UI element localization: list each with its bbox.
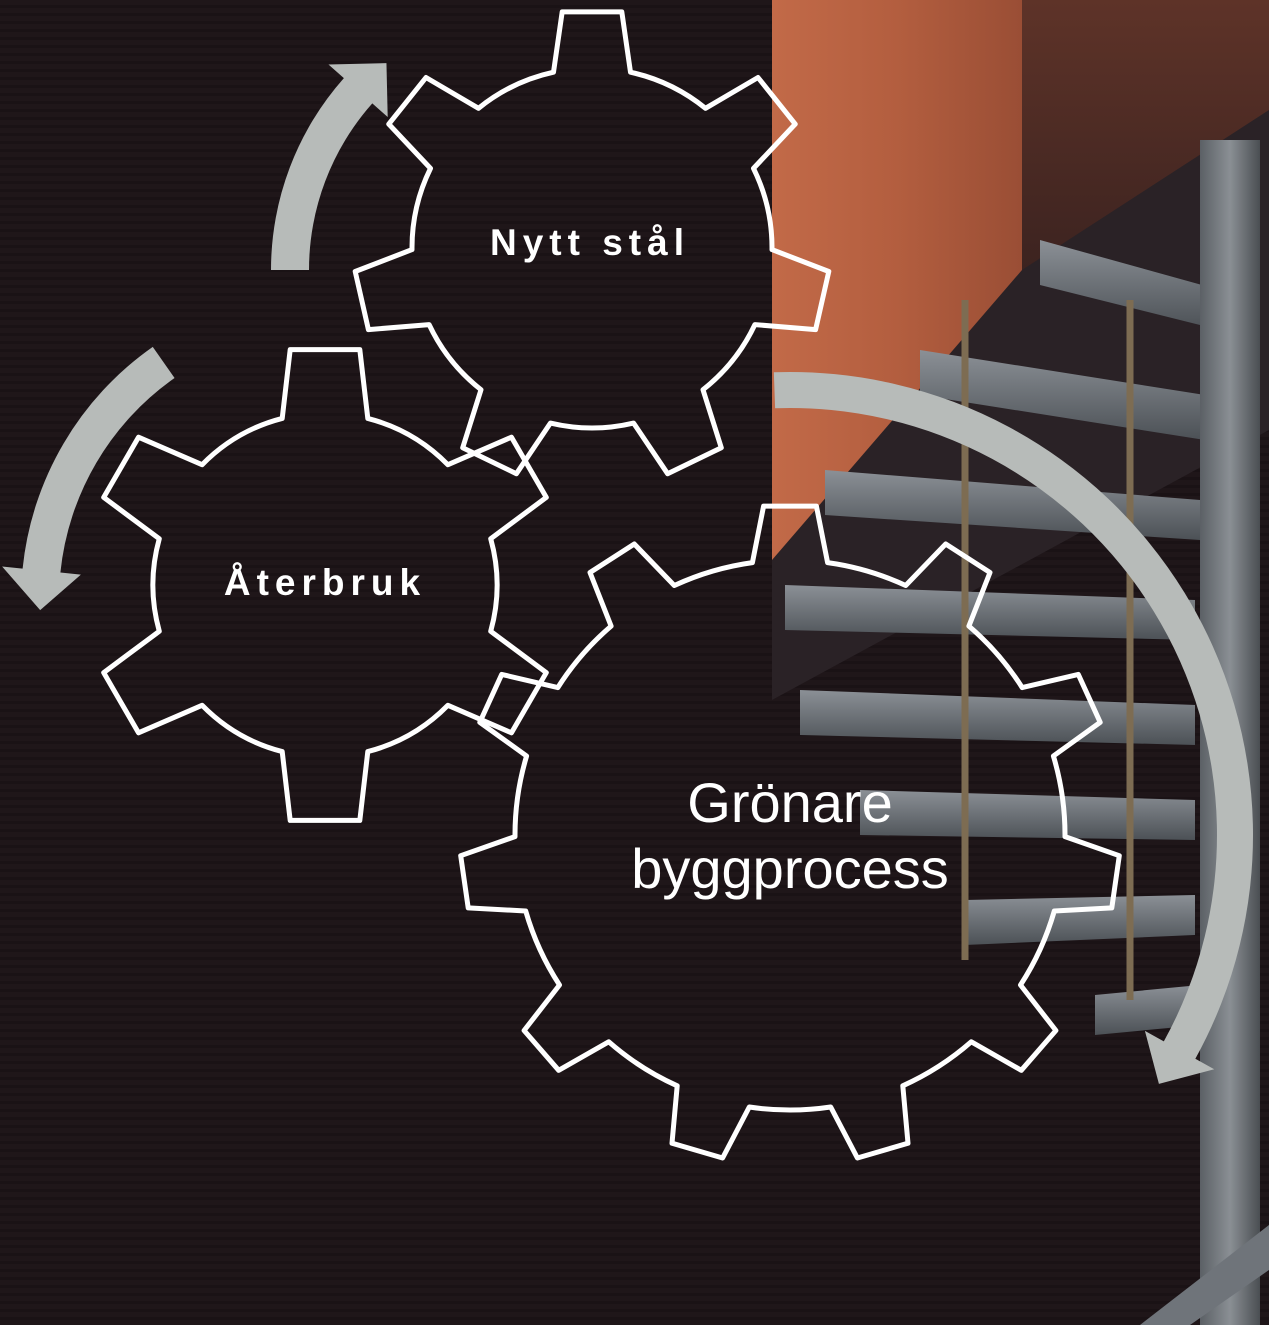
arrow-around-gronare-byggprocess bbox=[774, 372, 1253, 1084]
gear-label-nytt-stal: Nytt stål bbox=[430, 222, 750, 264]
gear-label-line-1: Grönare bbox=[560, 770, 1020, 836]
gear-label-aterbruk: Återbruk bbox=[165, 562, 485, 604]
arrow-to-aterbruk bbox=[2, 347, 174, 610]
gear-label-gronare-byggprocess: Grönare byggprocess bbox=[560, 770, 1020, 902]
gear-label-line-2: byggprocess bbox=[560, 836, 1020, 902]
arrow-to-nytt-stal bbox=[271, 63, 388, 270]
